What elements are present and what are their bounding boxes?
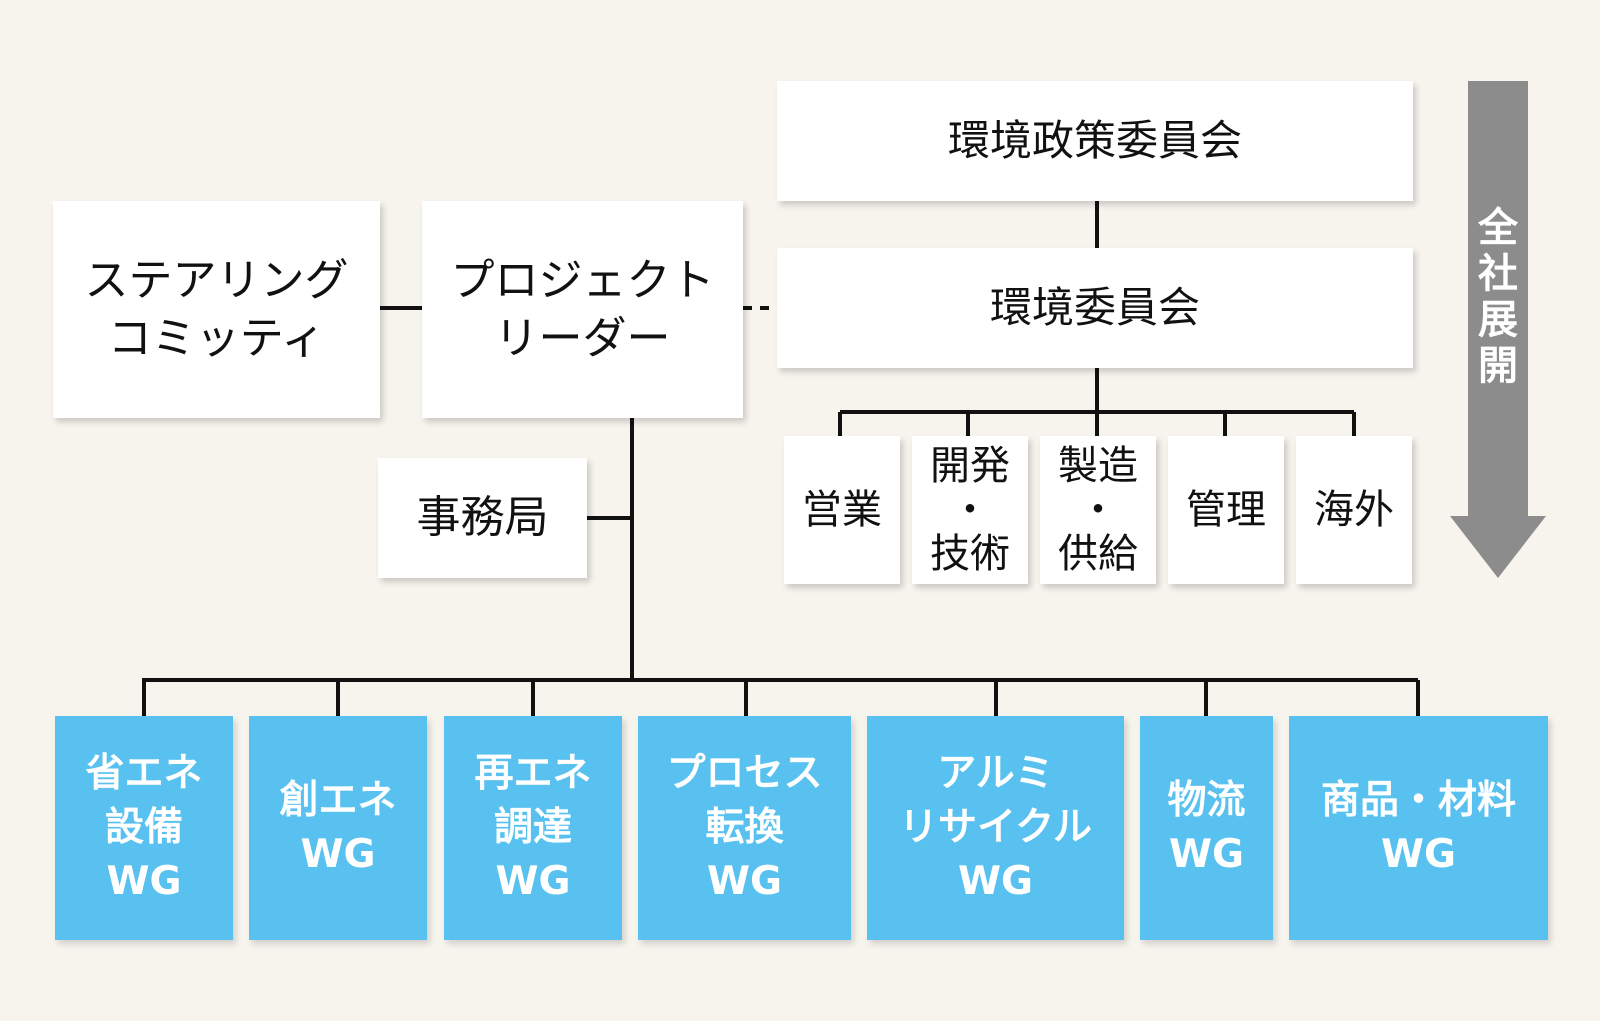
department-label: 製造 ・ 供給 [1058,443,1138,577]
department-label: 営業 [802,487,882,533]
down-arrow-icon [1450,81,1546,578]
wg-label: 創エネ WG [279,778,397,877]
wg-label: アルミ リサイクル WG [898,751,1093,904]
wg-process-conversion: プロセス 転換 WG [638,716,851,940]
wg-energy-creation: 創エネ WG [249,716,427,940]
secretariat: 事務局 [378,458,587,578]
project-leader-label: プロジェクト リーダー [450,254,715,364]
department-sales: 営業 [784,436,900,584]
department-development-technology: 開発 ・ 技術 [912,436,1028,584]
company-wide-rollout-label: 全 社 展 開 [1478,205,1518,389]
wg-label: 省エネ 設備 WG [85,751,203,904]
department-overseas: 海外 [1296,436,1412,584]
wg-label: 物流 WG [1167,778,1246,877]
wg-label: プロセス 転換 WG [666,751,823,904]
steering-committee: ステアリング コミッティ [53,201,380,418]
wg-products-materials: 商品・材料 WG [1289,716,1548,940]
wg-energy-saving-equipment: 省エネ 設備 WG [55,716,233,940]
wg-logistics: 物流 WG [1140,716,1273,940]
steering-committee-label: ステアリング コミッティ [84,254,349,364]
wg-renewable-procurement: 再エネ 調達 WG [444,716,622,940]
environmental-policy-committee: 環境政策委員会 [777,81,1413,201]
environmental-committee: 環境委員会 [777,248,1413,368]
wg-label: 再エネ 調達 WG [474,751,592,904]
department-management: 管理 [1168,436,1284,584]
wg-aluminum-recycling: アルミ リサイクル WG [867,716,1124,940]
wg-label: 商品・材料 WG [1320,778,1516,877]
secretariat-label: 事務局 [416,492,549,543]
project-leader: プロジェクト リーダー [422,201,743,418]
department-manufacturing-supply: 製造 ・ 供給 [1040,436,1156,584]
department-label: 開発 ・ 技術 [930,443,1010,577]
environmental-policy-committee-label: 環境政策委員会 [947,116,1242,165]
department-label: 海外 [1314,487,1394,533]
environmental-committee-label: 環境委員会 [989,283,1200,332]
department-label: 管理 [1186,487,1266,533]
